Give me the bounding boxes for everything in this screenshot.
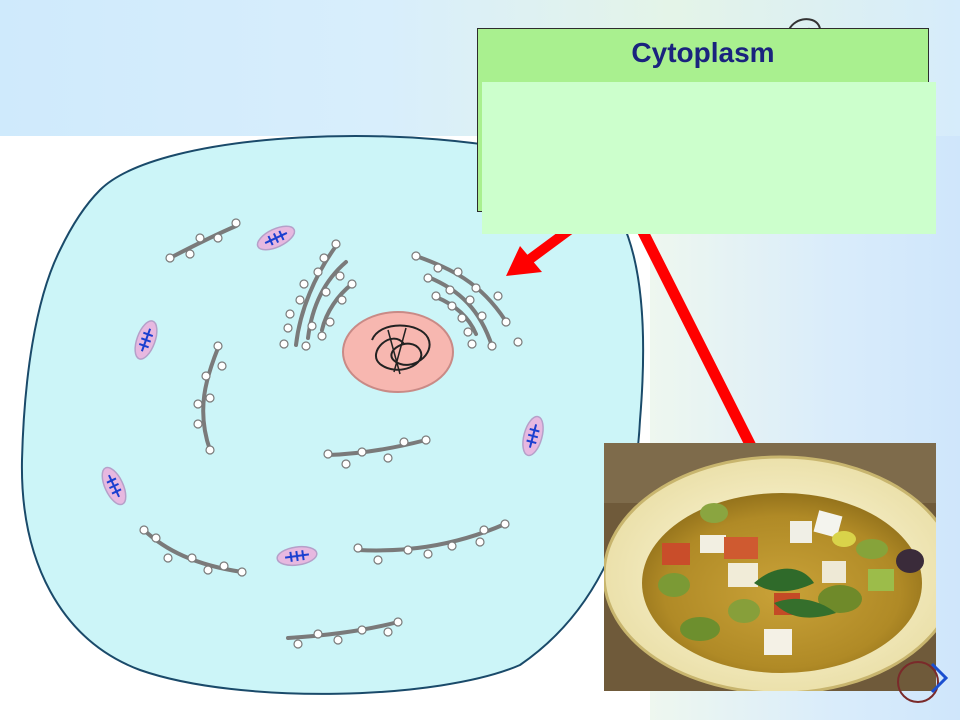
nucleus — [342, 311, 454, 393]
soup-vegetables — [658, 503, 924, 655]
ribosomes — [139, 218, 523, 649]
slide-title: Cytoplasm — [631, 37, 775, 68]
soup-photo — [604, 443, 936, 691]
cover-box — [482, 82, 936, 234]
mitochondria — [101, 225, 544, 567]
next-arrow-icon[interactable] — [896, 654, 950, 706]
